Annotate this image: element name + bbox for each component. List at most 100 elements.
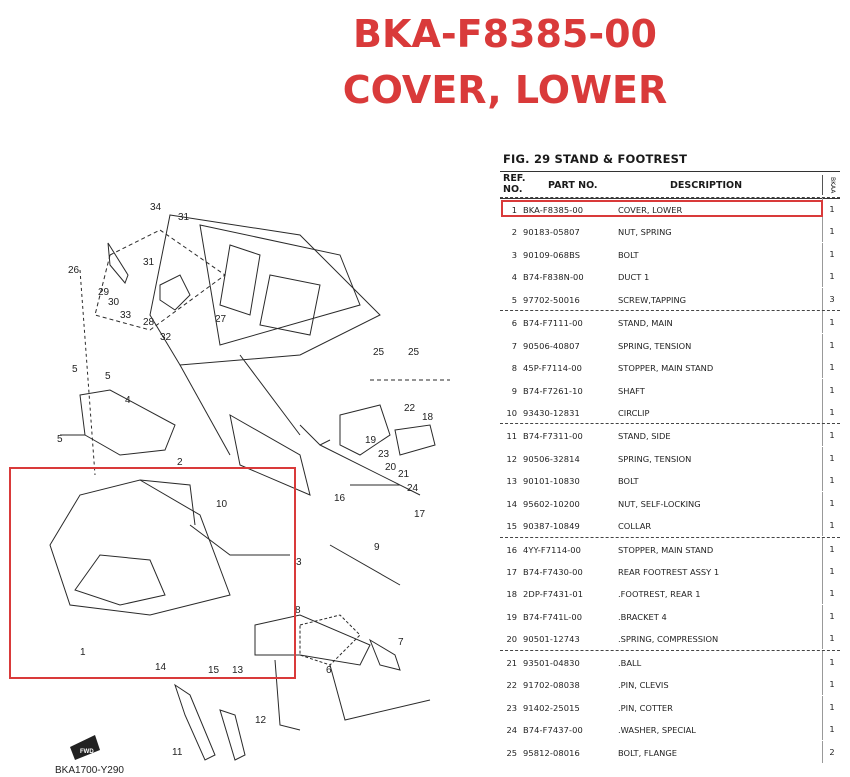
cell-description: DUCT 1 (618, 272, 650, 283)
table-row: 6 B74-F7111-00 STAND, MAIN 1 (500, 310, 841, 334)
callout-19: 19 (365, 435, 377, 446)
cell-qty: 1 (822, 514, 841, 537)
cell-description: BOLT (618, 476, 639, 487)
cell-ref: 13 (506, 476, 517, 487)
cell-description: .PIN, CLEVIS (618, 680, 669, 691)
callout-22: 22 (404, 403, 416, 414)
cell-description: STAND, MAIN (618, 318, 673, 329)
cell-ref: 14 (506, 498, 517, 509)
cell-ref: 1 (511, 205, 517, 215)
highlight-box-row-1 (501, 200, 823, 217)
cell-description: REAR FOOTREST ASSY 1 (618, 567, 720, 577)
cell-ref: 10 (506, 407, 517, 418)
callout-12: 12 (255, 715, 267, 726)
cell-part-no: 90109-068BS (523, 249, 581, 260)
cell-qty: 1 (822, 311, 841, 334)
callout-7: 7 (398, 637, 404, 648)
callout-30: 30 (108, 297, 120, 308)
cell-qty: 1 (822, 627, 841, 650)
cell-ref: 6 (511, 318, 517, 329)
cell-part-no: 90387-10849 (523, 521, 580, 532)
callout-23: 23 (378, 449, 390, 460)
callout-4: 4 (125, 395, 131, 406)
callout-31b: 31 (143, 257, 155, 268)
col-part-no: PART NO. (548, 180, 598, 191)
cell-ref: 9 (511, 385, 517, 396)
callout-32: 32 (160, 332, 172, 343)
cell-part-no: B74-F7111-00 (523, 318, 583, 329)
cell-qty: 1 (822, 424, 841, 447)
cell-part-no: B74-F741L-00 (523, 611, 583, 622)
callout-25b: 25 (408, 347, 420, 358)
cell-description: NUT, SPRING (618, 227, 672, 238)
cell-qty: 1 (822, 400, 841, 423)
cell-ref: 21 (506, 657, 517, 668)
col-description: DESCRIPTION (670, 180, 743, 191)
callout-17: 17 (414, 509, 426, 520)
cell-description: SHAFT (618, 385, 645, 396)
cell-part-no: BKA-F8385-00 (523, 205, 584, 215)
cell-ref: 16 (506, 544, 517, 555)
callout-3: 3 (296, 557, 302, 568)
cell-part-no: 95602-10200 (523, 498, 580, 509)
cell-qty: 1 (822, 491, 841, 514)
part-number-title: BKA-F8385-00 (353, 12, 657, 56)
cell-qty: 1 (822, 582, 841, 605)
callout-34: 34 (150, 202, 162, 213)
cell-part-no: 90101-10830 (523, 476, 580, 487)
cell-part-no: 90183-05807 (523, 227, 580, 238)
cell-part-no: 91402-25015 (523, 702, 580, 713)
callout-29: 29 (98, 287, 110, 298)
cell-qty: 1 (822, 537, 841, 560)
cell-ref: 12 (506, 453, 517, 464)
callout-2: 2 (177, 457, 183, 468)
callout-25a: 25 (373, 347, 385, 358)
cell-description: SPRING, TENSION (618, 453, 692, 464)
cell-description: STOPPER, MAIN STAND (618, 544, 714, 555)
cell-qty: 1 (822, 356, 841, 379)
cell-description: .PIN, COTTER (618, 702, 673, 713)
cell-ref: 17 (506, 567, 517, 577)
callout-33: 33 (120, 310, 132, 321)
cell-ref: 20 (506, 634, 517, 645)
cell-description: SPRING, TENSION (618, 340, 692, 351)
cell-description: STOPPER, MAIN STAND (618, 363, 714, 374)
cell-qty: 2 (822, 740, 841, 763)
diagram-caption: BKA1700-Y290 (55, 765, 124, 776)
cell-part-no: 93430-12831 (523, 407, 580, 418)
cell-ref: 7 (511, 340, 517, 351)
cell-description: .BALL (618, 657, 642, 668)
callout-24: 24 (407, 483, 419, 494)
cell-qty: 1 (822, 650, 841, 673)
part-name-title: COVER, LOWER (342, 68, 668, 112)
cell-description: STAND, SIDE (618, 431, 671, 442)
parts-table: FIG. 29 STAND & FOOTREST REF. NO. PART N… (500, 150, 850, 777)
cell-part-no: 97702-50016 (523, 294, 580, 305)
callout-21: 21 (398, 469, 410, 480)
callout-6: 6 (326, 665, 332, 676)
cell-qty: 1 (822, 469, 841, 492)
callout-15: 15 (208, 665, 220, 676)
cell-part-no: 93501-04830 (523, 657, 580, 668)
cell-ref: 4 (511, 272, 517, 283)
cell-part-no: 90506-32814 (523, 453, 580, 464)
cell-ref: 15 (506, 521, 517, 532)
cell-part-no: 95812-08016 (523, 747, 580, 758)
col-ref-no: REF. NO. (503, 173, 526, 195)
col-model: BKAA (822, 175, 841, 195)
callout-5a: 5 (72, 364, 78, 375)
cell-part-no: 90501-12743 (523, 634, 580, 645)
cell-qty: 1 (822, 673, 841, 696)
cell-qty: 1 (822, 446, 841, 469)
cell-description: CIRCLIP (618, 407, 650, 418)
cell-part-no: 2DP-F7431-01 (523, 589, 584, 600)
cell-qty: 3 (822, 287, 841, 310)
